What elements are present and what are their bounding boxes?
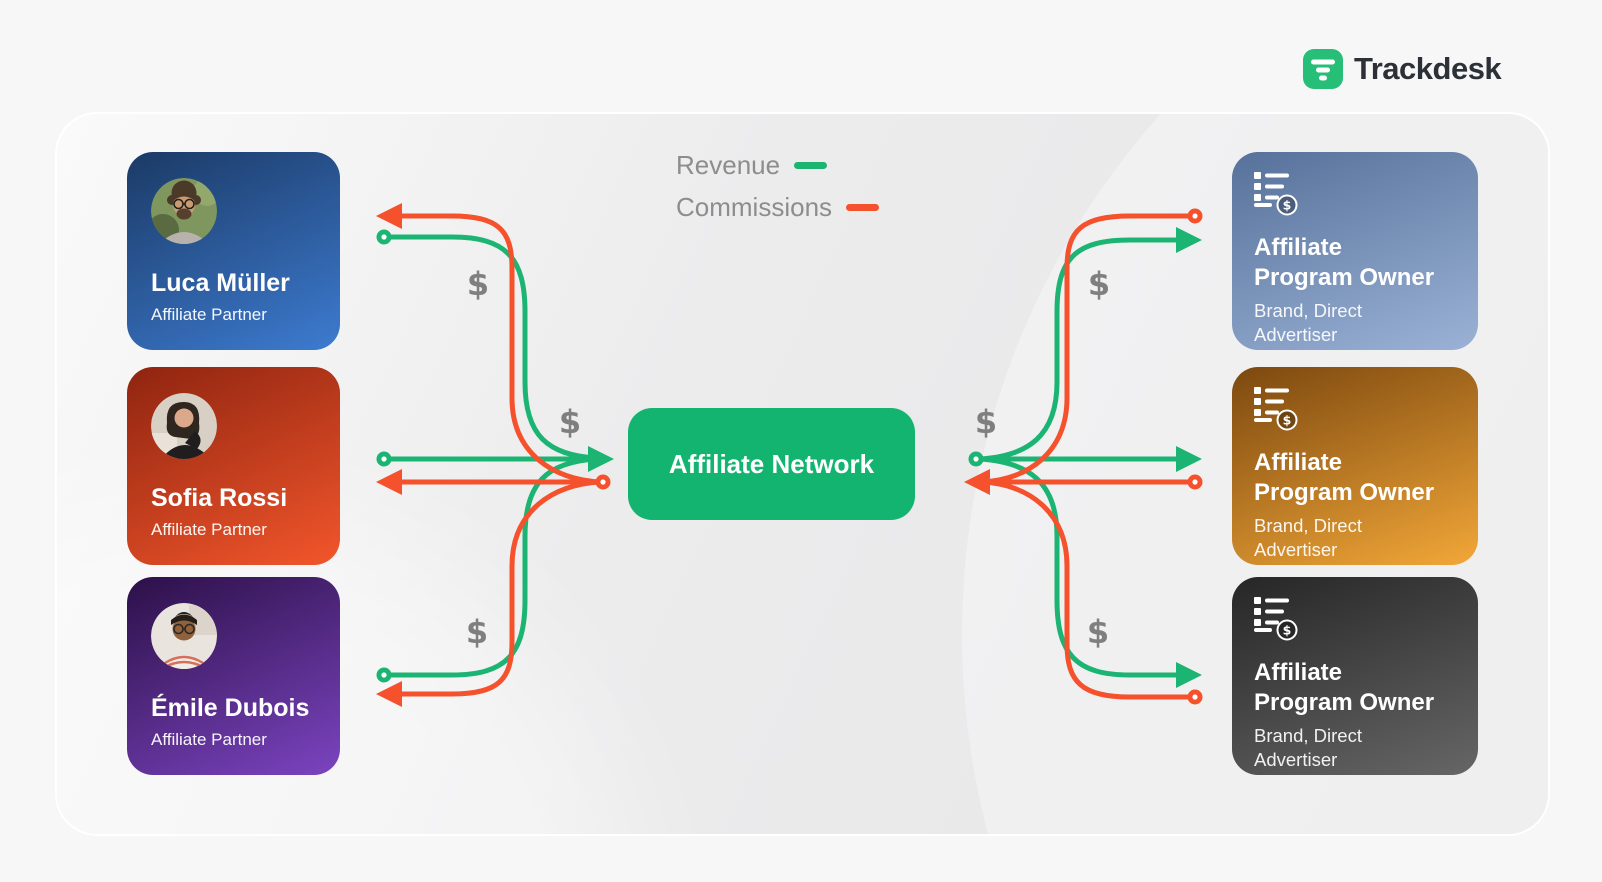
affiliate-role: Affiliate Partner xyxy=(151,305,267,324)
dollar-symbol: $ xyxy=(1087,265,1111,303)
trackdesk-wordmark: Trackdesk xyxy=(1354,51,1502,86)
legend-revenue-label: Revenue xyxy=(676,150,781,180)
owner-card-2: $ Affiliate Program Owner Brand, Direct … xyxy=(1232,367,1478,565)
avatar-emile xyxy=(151,603,217,669)
affiliate-card-3: Émile Dubois Affiliate Partner xyxy=(127,577,340,775)
owner-subtitle: Brand, Direct Advertiser xyxy=(1254,300,1362,345)
commissions-line-swatch xyxy=(846,204,880,211)
svg-text:$: $ xyxy=(1283,198,1292,213)
affiliate-name: Luca Müller xyxy=(151,269,290,297)
svg-text:$: $ xyxy=(1283,413,1292,428)
affiliate-card-2: Sofia Rossi Affiliate Partner xyxy=(127,367,340,565)
affiliate-role: Affiliate Partner xyxy=(151,520,267,539)
avatar-luca xyxy=(151,178,217,244)
dollar-symbol: $ xyxy=(466,265,490,303)
legend-revenue: Revenue xyxy=(676,150,879,181)
revenue-line-swatch xyxy=(794,162,828,169)
affiliate-name: Sofia Rossi xyxy=(151,484,288,512)
owner-card-3: $ Affiliate Program Owner Brand, Direct … xyxy=(1232,577,1478,775)
legend-commissions: Commissions xyxy=(676,192,880,223)
dollar-symbol: $ xyxy=(465,613,489,651)
affiliate-card-1: Luca Müller Affiliate Partner xyxy=(127,152,340,350)
affiliate-network-label: Affiliate Network xyxy=(668,448,875,479)
owner-title: Affiliate Program Owner xyxy=(1254,659,1435,716)
legend: Revenue Commissions xyxy=(676,150,880,223)
owner-card-1: $ Affiliate Program Owner Brand, Direct … xyxy=(1232,152,1478,350)
affiliate-role: Affiliate Partner xyxy=(151,730,267,749)
svg-text:$: $ xyxy=(1283,623,1292,638)
legend-commissions-label: Commissions xyxy=(676,192,833,222)
owner-subtitle: Brand, Direct Advertiser xyxy=(1254,515,1362,560)
dollar-symbol: $ xyxy=(974,403,998,441)
avatar-sofia xyxy=(151,393,217,459)
checklist-dollar-icon: $ xyxy=(1254,597,1298,641)
dollar-symbol: $ xyxy=(1086,613,1110,651)
dollar-symbol: $ xyxy=(558,403,582,441)
owner-title: Affiliate Program Owner xyxy=(1254,449,1435,506)
trackdesk-logo: Trackdesk xyxy=(1303,49,1502,89)
owner-subtitle: Brand, Direct Advertiser xyxy=(1254,725,1362,770)
affiliate-network-box: Affiliate Network xyxy=(628,408,915,520)
trackdesk-funnel-icon xyxy=(1303,49,1343,89)
checklist-dollar-icon: $ xyxy=(1254,172,1298,216)
affiliate-name: Émile Dubois xyxy=(151,694,310,722)
checklist-dollar-icon: $ xyxy=(1254,387,1298,431)
owner-title: Affiliate Program Owner xyxy=(1254,234,1435,291)
